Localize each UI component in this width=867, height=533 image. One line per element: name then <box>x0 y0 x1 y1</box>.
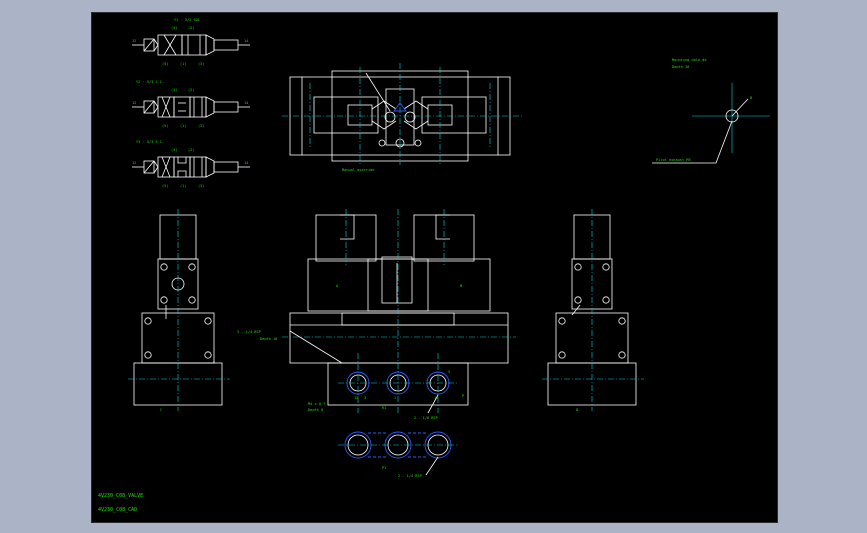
symbol-3-port-1: (1) <box>180 184 187 188</box>
symbol-2-port-5: (5) <box>162 124 169 128</box>
valve-symbol-1: Y1 · 5/2 SOL (4) (2) 12 14 (5) (1) (3) <box>132 18 250 66</box>
front-view: A B 3 - 1/4 BSP Depth 10 12 14 3 1 5 R1 … <box>237 209 516 420</box>
symbol-1-port-3: (3) <box>198 62 205 66</box>
detail-leader: Pilot exhaust M5 <box>656 158 691 162</box>
port-bottom-3: 3 <box>364 396 366 400</box>
symbol-1-port-5: (5) <box>162 62 169 66</box>
symbol-3-title: Y3 · 5/3 E.C. <box>136 140 164 144</box>
symbol-2-port-3: (3) <box>198 124 205 128</box>
port-depth: Depth 10 <box>260 337 277 341</box>
symbol-2-port-4: (4) <box>171 88 178 92</box>
symbol-3-port-2: (2) <box>188 148 195 152</box>
symbol-3-port-4: (4) <box>171 148 178 152</box>
symbol-3-side-a: 12 <box>132 161 136 165</box>
coil-b-label: B <box>460 284 462 288</box>
top-view-label: Manual override <box>342 168 374 172</box>
detail-view: Mounting hole ϕ4 Depth 10 B Pilot exhaus… <box>652 58 770 164</box>
coil-a-label: A <box>336 284 339 288</box>
bottom-ports-tag: P1 <box>382 466 386 470</box>
port-label-14: 14 <box>434 396 438 400</box>
port-label-12: 12 <box>354 396 358 400</box>
port-bottom-1: 1 <box>394 396 396 400</box>
bottom-ports-view: P1 2 - 1/4 BSP <box>338 431 458 478</box>
r-tag: R1 <box>382 406 386 410</box>
mount-note: M4 x 0.7 <box>308 402 325 406</box>
right-view-tag: D <box>576 408 578 412</box>
symbol-3-side-b: 14 <box>244 161 248 165</box>
left-view-tag: C <box>160 408 162 412</box>
symbol-2-side-b: 14 <box>244 101 248 105</box>
p-tag: P <box>462 394 464 398</box>
valve-symbol-3: Y3 · 5/3 E.C. (4) (2) 12 14 (5) (1) (3) <box>132 140 250 188</box>
symbol-1-side-b: 14 <box>244 39 248 43</box>
symbol-3-port-5: (5) <box>162 184 169 188</box>
symbol-2-title: Y2 · 5/3 C.C. <box>136 80 164 84</box>
detail-tag: B <box>750 96 752 100</box>
port-bottom-5: 5 <box>448 370 450 374</box>
valve-symbol-2: Y2 · 5/3 C.C. (4) (2) 12 14 (5) (1) (3) <box>132 80 250 128</box>
mount-depth: Depth 8 <box>308 408 323 412</box>
detail-note-1: Mounting hole ϕ4 <box>672 58 707 62</box>
symbol-1-port-4: (4) <box>171 26 178 30</box>
right-side-view: D <box>542 209 644 412</box>
cad-drawing: .w { stroke:#ffffff; fill:none; stroke-w… <box>98 18 770 513</box>
symbol-3-port-3: (3) <box>198 184 205 188</box>
symbol-2-port-2: (2) <box>188 88 195 92</box>
detail-note-2: Depth 10 <box>672 65 689 69</box>
title-line-2: 4V230_C08_CAD <box>98 507 137 513</box>
symbol-2-port-1: (1) <box>180 124 187 128</box>
port-note: 3 - 1/4 BSP <box>237 330 261 334</box>
bottom-ports-note: 2 - 1/4 BSP <box>398 474 422 478</box>
bottom-note: 2 - 1/8 BSP <box>414 416 438 420</box>
cad-canvas: .w { stroke:#ffffff; fill:none; stroke-w… <box>91 12 778 523</box>
symbol-1-port-1: (1) <box>180 62 187 66</box>
symbol-1-port-2: (2) <box>188 26 195 30</box>
symbol-2-side-a: 12 <box>132 101 136 105</box>
left-side-view: C <box>128 209 230 412</box>
title-block: 4V230_C08_VALVE 4V230_C08_CAD <box>98 493 143 513</box>
title-line-1: 4V230_C08_VALVE <box>98 493 143 499</box>
symbol-1-title: Y1 · 5/2 SOL <box>174 18 200 22</box>
top-view: Manual override <box>282 63 522 172</box>
symbol-1-side-a: 12 <box>132 39 136 43</box>
